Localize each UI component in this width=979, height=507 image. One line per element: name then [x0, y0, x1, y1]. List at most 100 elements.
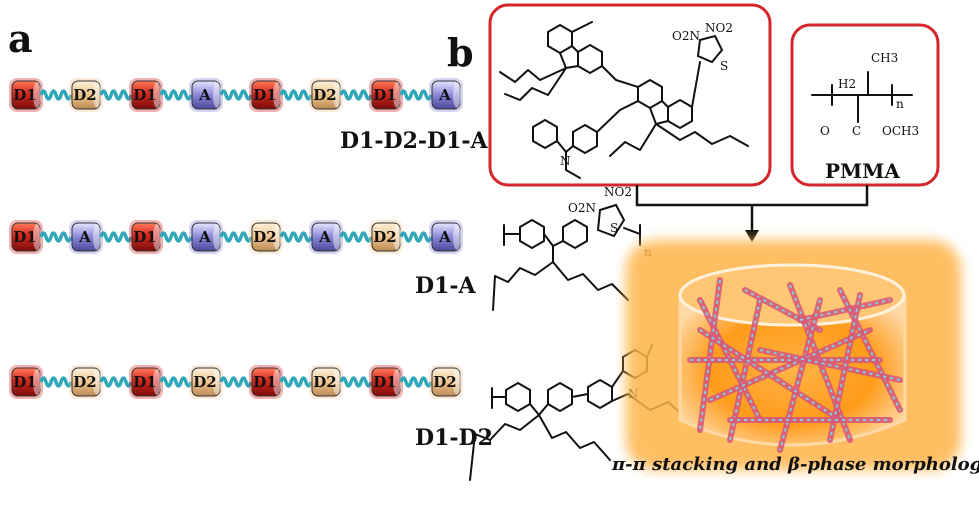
linker-wave: [399, 376, 433, 388]
atom-n-carbazole: N: [560, 154, 571, 168]
nanofiber: [827, 292, 863, 443]
merge-connector-lines: [635, 185, 869, 232]
segment-a-block: [71, 222, 101, 252]
segment-d1-block: [371, 80, 401, 110]
segment-end-cap: [333, 224, 341, 250]
segment-end-cap: [33, 224, 41, 250]
segment-label: A: [318, 228, 331, 246]
pmma-label: PMMA: [825, 159, 900, 183]
segment-label: A: [438, 228, 451, 246]
nanofiber-texture: [729, 299, 761, 441]
segment-end-cap: [393, 369, 401, 395]
segment-d1-block: [11, 222, 41, 252]
segment-label: D1: [133, 86, 156, 104]
segment-a-block: [431, 80, 461, 110]
linker-wave: [279, 89, 313, 101]
chain-label-d1-a: D1-A: [415, 273, 477, 299]
down-arrow-icon: [745, 230, 759, 242]
segment-label: D1: [253, 373, 276, 391]
segment-label: D2: [193, 373, 216, 391]
linker-wave: [159, 376, 193, 388]
segment-d1-block: [131, 367, 161, 397]
nanofiber-texture: [839, 289, 901, 411]
segment-label: A: [198, 228, 211, 246]
panel-a-letter: a: [8, 16, 33, 61]
segment-label: D1: [133, 228, 156, 246]
atom-c-pmma: C: [852, 124, 861, 138]
segment-label: D1: [373, 373, 396, 391]
linker-wave: [399, 231, 433, 243]
segment-end-cap: [453, 369, 461, 395]
segment-end-cap: [93, 82, 101, 108]
segment-end-cap: [393, 224, 401, 250]
segment-end-cap: [453, 82, 461, 108]
segment-d1-block: [371, 367, 401, 397]
segment-end-cap: [33, 82, 41, 108]
thiophene-unit: O2N NO2 S: [672, 21, 733, 73]
linker-wave: [39, 89, 73, 101]
segment-label: D2: [73, 86, 96, 104]
segment-end-cap: [93, 224, 101, 250]
linker-wave: [159, 89, 193, 101]
atom-no2-d1a: NO2: [604, 185, 632, 199]
segment-label: D2: [313, 373, 336, 391]
linker-wave: [279, 231, 313, 243]
chain-label-d1-d2-d1-a: D1-D2-D1-A: [340, 128, 489, 154]
segment-end-cap: [273, 82, 281, 108]
segment-end-cap: [393, 82, 401, 108]
linker-wave: [219, 376, 253, 388]
segment-label: D1: [253, 86, 276, 104]
segment-label: D2: [373, 228, 396, 246]
segment-label: D1: [373, 86, 396, 104]
segment-a-block: [311, 222, 341, 252]
segment-d1-block: [251, 367, 281, 397]
segment-d2-block: [311, 80, 341, 110]
panel-b-letter: b: [447, 30, 474, 75]
linker-wave: [279, 376, 313, 388]
segment-end-cap: [153, 224, 161, 250]
atom-o2n: O2N: [672, 29, 700, 43]
chain-label-d1-d2: D1-D2: [415, 425, 493, 451]
pmma-structure-box: CH3 H2 n C O OCH3 PMMA: [790, 23, 940, 187]
segment-end-cap: [93, 369, 101, 395]
segment-d2-block: [71, 80, 101, 110]
segment-d2-block: [71, 367, 101, 397]
linker-wave: [39, 376, 73, 388]
segment-d1-block: [11, 80, 41, 110]
nanofiber-texture: [709, 329, 871, 401]
segment-d2-block: [311, 367, 341, 397]
linker-wave: [99, 231, 133, 243]
segment-d1-block: [251, 80, 281, 110]
nanofiber: [697, 327, 843, 423]
atom-no2-top: NO2: [705, 21, 733, 35]
linker-wave: [339, 231, 373, 243]
segment-end-cap: [153, 82, 161, 108]
segment-a-block: [431, 222, 461, 252]
linker-wave: [219, 231, 253, 243]
segment-label: D2: [253, 228, 276, 246]
linker-wave: [399, 89, 433, 101]
segment-label: D1: [13, 86, 36, 104]
linker-wave: [219, 89, 253, 101]
segment-end-cap: [213, 82, 221, 108]
linker-wave: [159, 231, 193, 243]
segment-a-block: [191, 222, 221, 252]
segment-label: A: [78, 228, 91, 246]
segment-d1-block: [11, 367, 41, 397]
segment-end-cap: [33, 369, 41, 395]
linker-wave: [339, 376, 373, 388]
backbone-bonds: [571, 21, 701, 133]
segment-d2-block: [191, 367, 221, 397]
atom-s-box: S: [720, 59, 728, 73]
segment-label: D2: [313, 86, 336, 104]
segment-end-cap: [273, 369, 281, 395]
atom-subscript-n-pmma: n: [896, 97, 904, 111]
atom-o2n-d1a: O2N: [568, 201, 596, 215]
segment-end-cap: [213, 369, 221, 395]
pmma-box-border: [790, 23, 940, 187]
